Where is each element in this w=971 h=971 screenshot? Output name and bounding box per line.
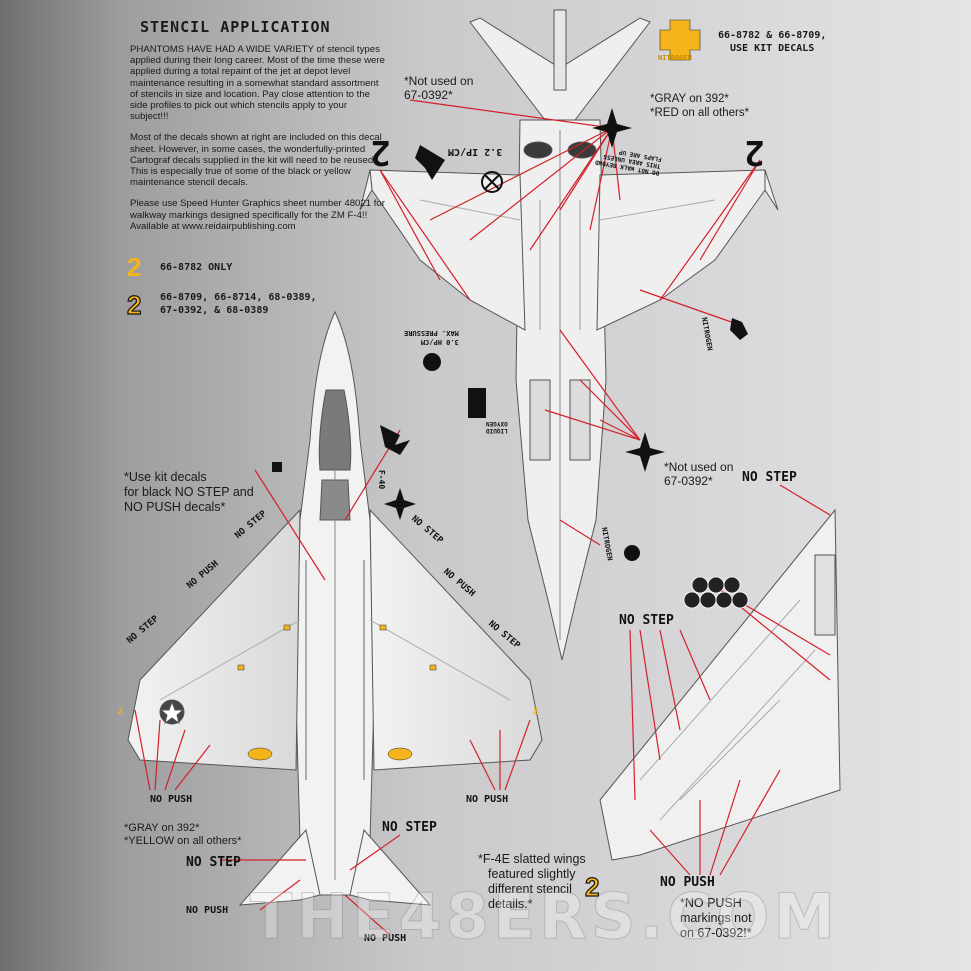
- stencil-max-pressure: 3.0 HP/CM MAX. PRESSURE: [404, 328, 459, 346]
- intro-paragraph-1: PHANTOMS HAVE HAD A WIDE VARIETY of sten…: [130, 44, 385, 123]
- legend-glyph-yellow: 2: [127, 252, 142, 282]
- stencil-line: OXYGEN: [486, 420, 508, 427]
- legend-glyph-outline: 2: [126, 289, 142, 320]
- intro-text: PHANTOMS HAVE HAD A WIDE VARIETY of sten…: [130, 44, 385, 242]
- intro-paragraph-3: Please use Speed Hunter Graphics sheet n…: [130, 198, 385, 232]
- note-line: *RED on all others*: [650, 107, 750, 119]
- note-line: markings not: [680, 911, 752, 925]
- note-line: *GRAY on 392*: [124, 822, 200, 834]
- top-right-note-1: 66-8782 & 66-8709,: [718, 30, 827, 41]
- note-line: *NO PUSH: [680, 896, 742, 910]
- numeral-2-left: 2: [370, 132, 391, 172]
- label-no-push: NO PUSH: [150, 794, 193, 805]
- label-no-push: NO PUSH: [466, 794, 509, 805]
- note-gray-yellow: *GRAY on 392* *YELLOW on all others*: [124, 822, 241, 848]
- note-line: featured slightly: [488, 867, 576, 881]
- stencil-f40: F-40: [377, 469, 387, 490]
- note-not-used-top: *Not used on 67-0392*: [404, 74, 473, 102]
- watermark: THE48ERS.COM: [249, 880, 840, 954]
- note-no-push-not: *NO PUSH markings not on 67-0392!*: [680, 896, 752, 941]
- label-no-push: NO PUSH: [660, 875, 715, 890]
- stencil-line: 3.0 HP/CM: [420, 338, 459, 346]
- hex-no-step-graphic: [683, 576, 749, 609]
- note-line: *Not used on: [664, 460, 734, 474]
- note-line: *GRAY on 392*: [650, 93, 729, 105]
- page-title: STENCIL APPLICATION: [140, 18, 331, 36]
- note-line: 67-0392*: [404, 88, 453, 102]
- note-line: *Not used on: [404, 74, 474, 88]
- stencil-hydraulic: 3.2 IP/CM: [448, 146, 503, 157]
- numeral-2-wingtip-left: 2: [118, 706, 124, 716]
- nitrogen-badges: [659, 19, 701, 61]
- legend-text-2a: 66-8709, 66-8714, 68-0389,: [160, 292, 317, 303]
- note-line: for black NO STEP and: [124, 485, 254, 499]
- leader-lines: [134, 99, 831, 936]
- label-no-step: NO STEP: [619, 613, 674, 628]
- numeral-2-wingtip-right: 2: [533, 706, 539, 716]
- star-symbols: [272, 108, 748, 561]
- stencil-line: MAX. PRESSURE: [404, 329, 459, 337]
- slatted-glyph: 2: [584, 871, 600, 902]
- label-no-step: NO STEP: [742, 470, 797, 485]
- legend-text-1: 66-8782 ONLY: [160, 262, 233, 273]
- underside-aircraft: [359, 9, 779, 661]
- top-right-note-2: USE KIT DECALS: [730, 43, 815, 54]
- note-line: details.*: [488, 897, 533, 911]
- legend-text-2b: 67-0392, & 68-0389: [160, 305, 269, 316]
- label-no-step: NO STEP: [186, 855, 241, 870]
- note-line: 67-0392*: [664, 474, 713, 488]
- note-line: NO PUSH decals*: [124, 500, 226, 514]
- label-no-push: NO PUSH: [364, 933, 407, 944]
- topside-aircraft: [127, 310, 543, 906]
- wing-detail: [599, 508, 841, 861]
- label-no-push: NO PUSH: [186, 905, 229, 916]
- note-line: *Use kit decals: [124, 470, 207, 484]
- label-no-step: NO STEP: [382, 820, 437, 835]
- note-line: *F-4E slatted wings: [478, 852, 586, 866]
- note-line: *YELLOW on all others*: [124, 835, 242, 847]
- note-slatted-wings: *F-4E slatted wings featured slightly di…: [478, 852, 586, 912]
- intro-paragraph-2: Most of the decals shown at right are in…: [130, 132, 382, 189]
- stencil-line: LIQUID: [486, 427, 508, 434]
- note-use-kit-decals: *Use kit decals for black NO STEP and NO…: [124, 470, 254, 515]
- note-not-used-mid: *Not used on 67-0392*: [664, 460, 733, 488]
- note-line: on 67-0392!*: [680, 926, 752, 940]
- yellow-markings: [237, 624, 437, 761]
- stencil-liquid-oxygen: LIQUID OXYGEN: [486, 420, 508, 434]
- note-gray-red: *GRAY on 392* *RED on all others*: [650, 92, 749, 120]
- numeral-2-right: 2: [744, 132, 765, 172]
- note-line: different stencil: [488, 882, 572, 896]
- nitrogen-badge-label: NITROGEN: [658, 54, 692, 62]
